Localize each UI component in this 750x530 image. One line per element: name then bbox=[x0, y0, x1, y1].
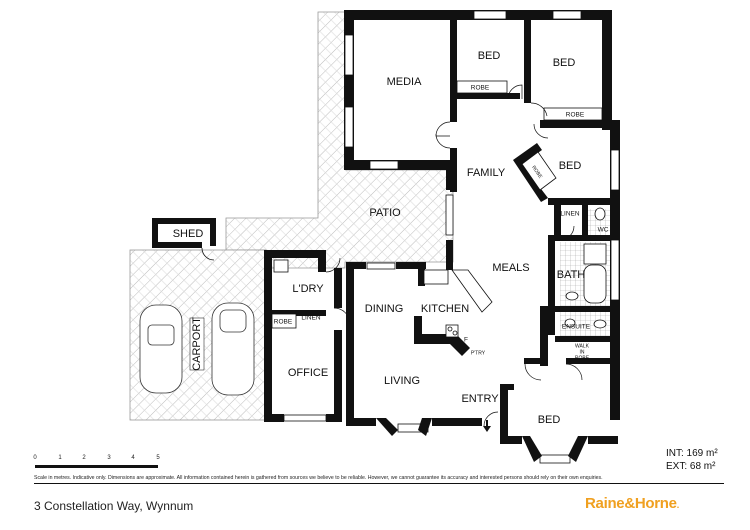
room-carport: CARPORT bbox=[191, 317, 203, 371]
scale-tick: 1 bbox=[58, 455, 62, 461]
room-laundry: L'DRY bbox=[292, 283, 324, 295]
brand-logo: Raine&Horne. bbox=[585, 495, 679, 512]
scale-tick: 5 bbox=[156, 455, 160, 461]
room-bed-3: BED bbox=[559, 160, 582, 172]
disclaimer: Scale in metres. Indicative only. Dimens… bbox=[34, 475, 724, 484]
room-ensuite: ENSUITE bbox=[562, 324, 591, 331]
room-labels: MEDIA BED BED BED BED ROBE ROBE ROBE ROB… bbox=[173, 50, 609, 426]
room-patio: PATIO bbox=[369, 207, 401, 219]
room-media: MEDIA bbox=[387, 76, 423, 88]
room-robe-2: ROBE bbox=[566, 112, 585, 119]
room-living: LIVING bbox=[384, 375, 420, 387]
room-entry: ENTRY bbox=[461, 393, 499, 405]
room-family: FAMILY bbox=[467, 167, 506, 179]
room-wc: WC bbox=[598, 227, 609, 234]
room-walk-in-robe-2: IN bbox=[580, 349, 585, 355]
property-address: 3 Constellation Way, Wynnum bbox=[34, 499, 194, 513]
room-linen-2: LINEN bbox=[301, 315, 320, 322]
scale-ticks: 0 1 2 3 4 5 bbox=[33, 455, 160, 465]
room-linen-1: LINEN bbox=[560, 211, 579, 218]
room-bath: BATH bbox=[557, 269, 586, 281]
room-shed: SHED bbox=[173, 228, 204, 240]
room-fridge: F bbox=[464, 337, 468, 344]
room-walk-in-robe-1: WALK bbox=[575, 343, 590, 349]
room-walk-in-robe-3: ROBE bbox=[575, 355, 590, 361]
room-bed-1: BED bbox=[478, 50, 501, 62]
entry-arrow-icon bbox=[483, 420, 491, 432]
door-swings bbox=[325, 84, 583, 427]
room-bed-2: BED bbox=[553, 57, 576, 69]
brand-dot: . bbox=[676, 500, 680, 510]
room-robe-4: ROBE bbox=[274, 319, 293, 326]
scale-tick: 2 bbox=[82, 455, 86, 461]
room-office: OFFICE bbox=[288, 367, 328, 379]
scale-tick: 0 bbox=[33, 455, 37, 461]
room-robe-1: ROBE bbox=[471, 85, 490, 92]
scale-tick: 3 bbox=[107, 455, 111, 461]
room-kitchen: KITCHEN bbox=[421, 303, 469, 315]
fixtures bbox=[201, 80, 607, 338]
room-meals: MEALS bbox=[492, 262, 529, 274]
living-bay-window bbox=[376, 418, 588, 462]
floor-plan: MEDIA BED BED BED BED ROBE ROBE ROBE ROB… bbox=[129, 10, 620, 464]
external-area: EXT: 68 m² bbox=[666, 461, 716, 472]
windows bbox=[283, 10, 620, 464]
room-dining: DINING bbox=[365, 303, 404, 315]
scale-tick: 4 bbox=[131, 455, 135, 461]
scale-bar bbox=[35, 465, 158, 468]
room-bed-4: BED bbox=[538, 414, 561, 426]
room-pantry: P'TRY bbox=[471, 350, 486, 356]
brand-name: Raine&Horne bbox=[585, 495, 677, 512]
internal-area: INT: 169 m² bbox=[666, 448, 718, 459]
car-icon bbox=[139, 302, 255, 396]
